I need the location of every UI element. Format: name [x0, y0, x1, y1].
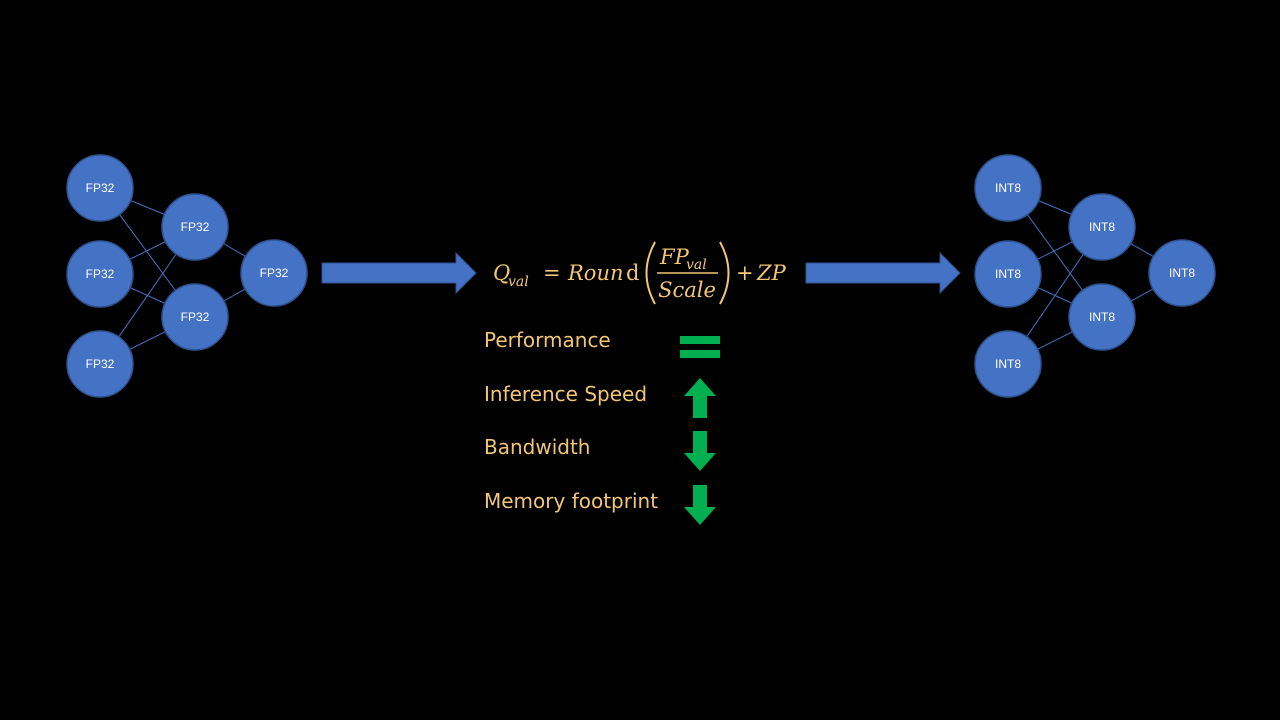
right-arrow-icon	[805, 251, 961, 295]
metric-row-bandwidth: Bandwidth	[484, 429, 744, 483]
formula-offset: ZP	[756, 261, 787, 285]
fp32-node: FP32	[240, 239, 308, 307]
node-label: INT8	[1089, 220, 1115, 234]
int8-node: INT8	[974, 240, 1042, 308]
int8-network: INT8 INT8 INT8 INT8 INT8 INT8	[974, 154, 1216, 398]
int8-node: INT8	[1068, 193, 1136, 261]
fp32-node: FP32	[66, 154, 134, 222]
formula-function: Roun	[567, 261, 624, 285]
int8-node: INT8	[1068, 283, 1136, 351]
node-label: FP32	[86, 267, 115, 281]
right-paren-icon	[719, 241, 730, 305]
node-label: INT8	[1169, 266, 1195, 280]
right-arrow-icon	[321, 251, 477, 295]
fp32-network: FP32 FP32 FP32 FP32 FP32 FP32	[66, 154, 308, 398]
formula-plus: +	[736, 261, 754, 285]
formula-equals: =	[543, 261, 561, 285]
fp32-node: FP32	[66, 240, 134, 308]
arrow-down-icon	[684, 431, 716, 471]
int8-node: INT8	[1148, 239, 1216, 307]
formula-lhs-symbol: Q	[493, 261, 510, 285]
node-label: INT8	[995, 181, 1021, 195]
formula-function-end: d	[626, 261, 639, 285]
metric-label: Memory footprint	[484, 488, 659, 513]
node-label: FP32	[181, 220, 210, 234]
node-label: FP32	[86, 357, 115, 371]
formula-numerator-subscript: val	[686, 257, 707, 273]
metric-row-inference-speed: Inference Speed	[484, 376, 744, 430]
fp32-node: FP32	[161, 283, 229, 351]
arrow-up-icon	[684, 377, 716, 418]
metric-label: Bandwidth	[484, 435, 591, 459]
formula-lhs-subscript: val	[508, 274, 529, 290]
node-label: INT8	[1089, 310, 1115, 324]
node-label: INT8	[995, 267, 1021, 281]
metric-row-memory-footprint: Memory footprint	[484, 483, 744, 537]
node-label: FP32	[86, 181, 115, 195]
node-label: FP32	[181, 310, 210, 324]
fp32-node: FP32	[161, 193, 229, 261]
int8-node: INT8	[974, 154, 1042, 222]
formula-numerator-symbol: FP	[659, 245, 690, 269]
metric-row-performance: Performance	[484, 322, 744, 376]
int8-node: INT8	[974, 330, 1042, 398]
formula-denominator: Scale	[658, 278, 716, 302]
equals-icon	[680, 336, 720, 358]
quantization-formula: Q val = Roun d FP val Scale + ZP	[493, 241, 787, 305]
node-label: FP32	[260, 266, 289, 280]
node-label: INT8	[995, 357, 1021, 371]
arrow-down-icon	[684, 484, 716, 525]
metric-label: Performance	[484, 328, 611, 352]
metric-label: Inference Speed	[484, 381, 648, 406]
left-paren-icon	[645, 241, 656, 305]
fp32-node: FP32	[66, 330, 134, 398]
metrics-list: Performance Inference Speed Bandwidth Me…	[484, 322, 744, 536]
